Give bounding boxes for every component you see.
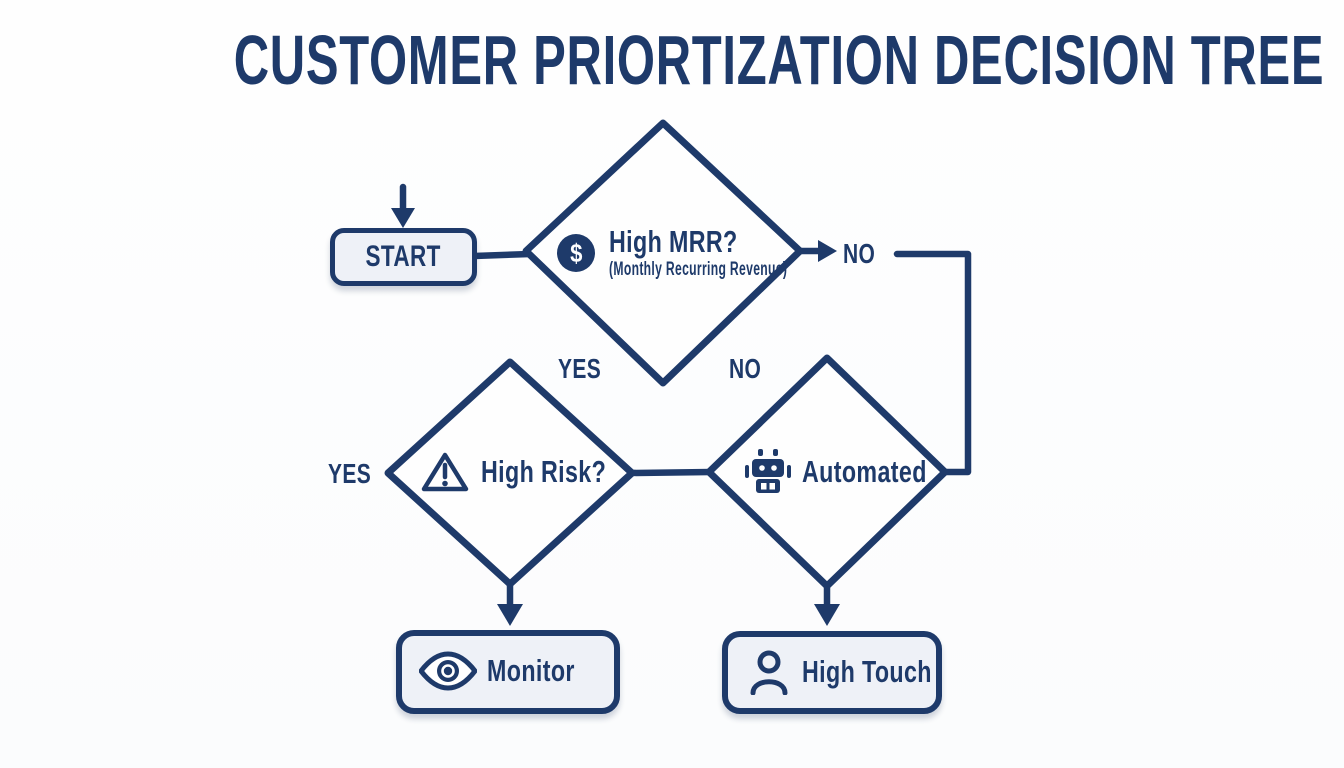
dollar-icon: $ [557, 234, 595, 272]
arrow-down-to-monitor-icon [497, 580, 523, 626]
page-title: CUSTOMER PRIORTIZATION DECISION TREE [233, 21, 1325, 99]
edge-start-to-mrr [470, 250, 534, 260]
edge-no-elbow [893, 250, 972, 476]
monitor-label: Monitor [487, 653, 575, 688]
high-touch-node-content: High Touch [748, 649, 975, 695]
automated-label: Automated [802, 454, 927, 489]
mrr-text-block: High MRR? (Monthly Recurring Revenue) [609, 226, 887, 280]
person-icon [750, 650, 788, 695]
mrr-diamond-shape [522, 119, 804, 387]
mrr-label: High MRR? [609, 224, 738, 259]
edge-label-yes-below: YES [558, 353, 602, 384]
arrow-down-into-start-icon [391, 183, 415, 228]
risk-decision-node: High Risk? [421, 451, 648, 493]
start-node: START [330, 228, 477, 286]
start-label: START [365, 240, 442, 273]
edge-label-yes-left: YES [328, 458, 372, 489]
monitor-node-content: Monitor [419, 650, 604, 692]
edge-risk-to-automated [626, 468, 715, 477]
mrr-decision-node: $ High MRR? (Monthly Recurring Revenue) [557, 226, 887, 280]
mrr-sublabel: (Monthly Recurring Revenue) [609, 259, 788, 280]
warning-icon [421, 452, 469, 492]
risk-diamond-shape [384, 358, 636, 588]
edge-label-no-below: NO [729, 353, 762, 384]
eye-icon [419, 651, 477, 691]
arrow-down-to-hightouch-icon [814, 582, 840, 626]
edge-label-no-right: NO [843, 238, 876, 269]
automated-diamond-shape [705, 354, 949, 590]
high-touch-node [722, 631, 942, 714]
automated-decision-node: Automated [744, 448, 968, 496]
risk-label: High Risk? [481, 454, 607, 489]
robot-icon [745, 449, 791, 493]
high-touch-label: High Touch [802, 654, 932, 689]
